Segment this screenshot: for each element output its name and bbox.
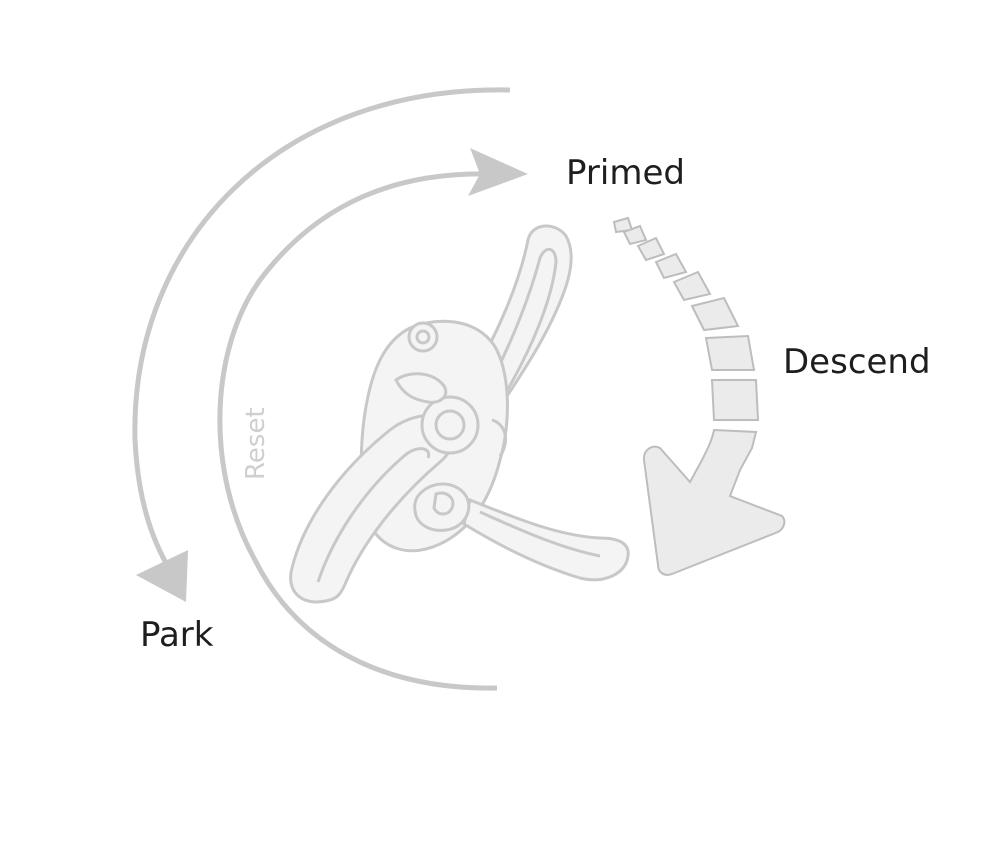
primed-arrow-icon [217,148,528,562]
descend-label: Descend [783,342,931,382]
park-arrow-icon [132,87,511,691]
belay-device-icon [289,224,630,604]
park-label: Park [140,615,214,655]
primed-label: Primed [566,153,685,193]
reset-label: Reset [241,407,271,480]
descend-arrow-icon [612,216,786,576]
